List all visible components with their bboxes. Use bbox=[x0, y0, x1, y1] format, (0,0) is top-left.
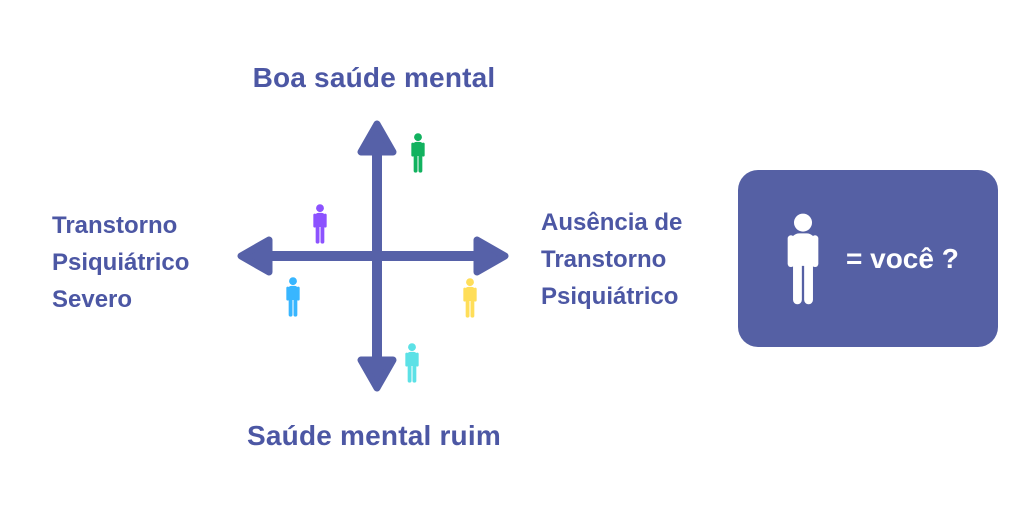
person-icon bbox=[310, 204, 330, 244]
person-icon bbox=[780, 207, 826, 311]
legend-card: = você ? bbox=[738, 170, 998, 347]
person-icon bbox=[460, 278, 480, 318]
person-marker-purple bbox=[310, 204, 330, 244]
person-icon bbox=[283, 277, 303, 317]
person-marker-cyan bbox=[402, 343, 422, 383]
person-icon bbox=[402, 343, 422, 383]
label-good-mental-health: Boa saúde mental bbox=[252, 62, 496, 93]
label-left-line1: Transtorno bbox=[52, 212, 178, 239]
arrow-left-icon bbox=[237, 236, 273, 276]
label-poor-mental-health: Saúde mental ruim bbox=[247, 420, 501, 451]
label-absence-of-psychiatric-disorder: Ausência de Transtorno Psiquiátrico bbox=[541, 204, 682, 315]
label-right-line3: Psiquiátrico bbox=[541, 283, 679, 310]
label-right-line2: Transtorno bbox=[541, 246, 667, 273]
arrow-up-icon bbox=[357, 120, 397, 156]
arrow-down-icon bbox=[357, 356, 397, 392]
label-severe-psychiatric-disorder: Transtorno Psiquiátrico Severo bbox=[52, 207, 189, 318]
label-left-line2: Psiquiátrico bbox=[52, 249, 190, 276]
arrow-right-icon bbox=[473, 236, 509, 276]
person-icon bbox=[408, 133, 428, 173]
axes-cross bbox=[237, 120, 509, 392]
label-right-line1: Ausência de bbox=[541, 209, 683, 236]
label-left-line3: Severo bbox=[52, 286, 133, 313]
person-marker-green bbox=[408, 133, 428, 173]
legend-text: = você ? bbox=[846, 242, 959, 274]
person-marker-yellow bbox=[460, 278, 480, 318]
person-marker-blue bbox=[283, 277, 303, 317]
